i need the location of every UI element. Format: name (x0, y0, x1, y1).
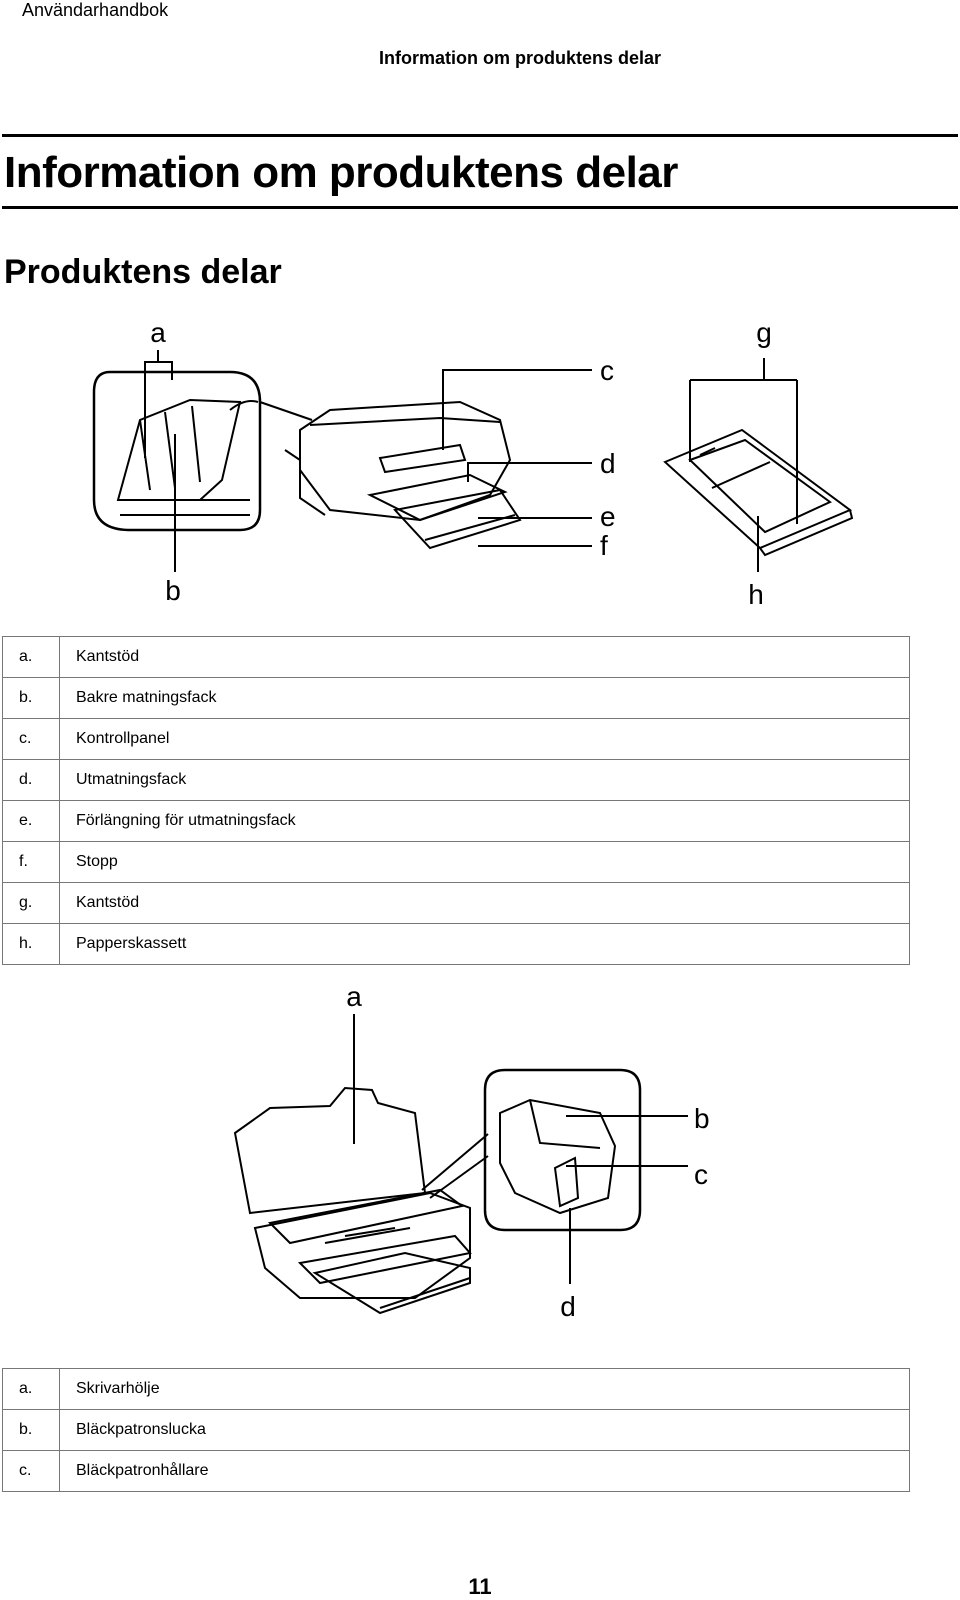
row-label: Utmatningsfack (59, 759, 910, 801)
product-parts-illustration: a b c d e f g h (0, 310, 960, 620)
table-row: c.Bläckpatronhållare (2, 1450, 910, 1492)
table-row: f.Stopp (2, 841, 910, 883)
row-key: b. (2, 1409, 60, 1451)
row-key: a. (2, 636, 60, 678)
page-number: 11 (468, 1574, 492, 1599)
callout-b-label: b (694, 1103, 710, 1134)
row-key: c. (2, 718, 60, 760)
callout-h-label: h (748, 579, 764, 610)
section-heading: Produktens delar (4, 253, 282, 291)
table-row: h.Papperskassett (2, 923, 910, 965)
callout-d-label: d (600, 448, 616, 479)
row-label: Bakre matningsfack (59, 677, 910, 719)
row-key: c. (2, 1450, 60, 1492)
table-row: g.Kantstöd (2, 882, 910, 924)
row-key: a. (2, 1368, 60, 1410)
table-row: d.Utmatningsfack (2, 759, 910, 801)
row-key: h. (2, 923, 60, 965)
row-label: Kantstöd (59, 636, 910, 678)
running-header: Användarhandbok (22, 0, 169, 20)
row-label: Stopp (59, 841, 910, 883)
row-label: Bläckpatronhållare (59, 1450, 910, 1492)
table-row: a.Skrivarhölje (2, 1368, 910, 1410)
callout-a-label: a (150, 317, 166, 348)
row-key: g. (2, 882, 60, 924)
parts-table-2: a.Skrivarhölje b.Bläckpatronslucka c.Blä… (2, 1368, 910, 1492)
row-key: e. (2, 800, 60, 842)
callout-g-label: g (756, 317, 772, 348)
row-label: Kontrollpanel (59, 718, 910, 760)
callout-d-label: d (560, 1291, 576, 1322)
callout-c-label: c (694, 1159, 708, 1190)
row-label: Skrivarhölje (59, 1368, 910, 1410)
row-key: b. (2, 677, 60, 719)
callout-f-label: f (600, 530, 608, 561)
page-title: Information om produktens delar (4, 148, 678, 197)
row-key: d. (2, 759, 60, 801)
callout-a-label: a (346, 981, 362, 1012)
callout-b-label: b (165, 575, 181, 606)
table-row: a.Kantstöd (2, 636, 910, 678)
callout-e-label: e (600, 501, 616, 532)
table-row: b.Bläckpatronslucka (2, 1409, 910, 1451)
printer-interior-illustration: a b c d (0, 978, 960, 1358)
parts-table-1: a.Kantstöd b.Bakre matningsfack c.Kontro… (2, 636, 910, 965)
table-row: c.Kontrollpanel (2, 718, 910, 760)
row-label: Papperskassett (59, 923, 910, 965)
table-row: e.Förlängning för utmatningsfack (2, 800, 910, 842)
title-rule-bottom (2, 206, 958, 209)
row-label: Bläckpatronslucka (59, 1409, 910, 1451)
callout-c-label: c (600, 355, 614, 386)
row-label: Förlängning för utmatningsfack (59, 800, 910, 842)
title-rule-top (2, 134, 958, 137)
row-key: f. (2, 841, 60, 883)
section-header: Information om produktens delar (378, 48, 662, 68)
row-label: Kantstöd (59, 882, 910, 924)
table-row: b.Bakre matningsfack (2, 677, 910, 719)
